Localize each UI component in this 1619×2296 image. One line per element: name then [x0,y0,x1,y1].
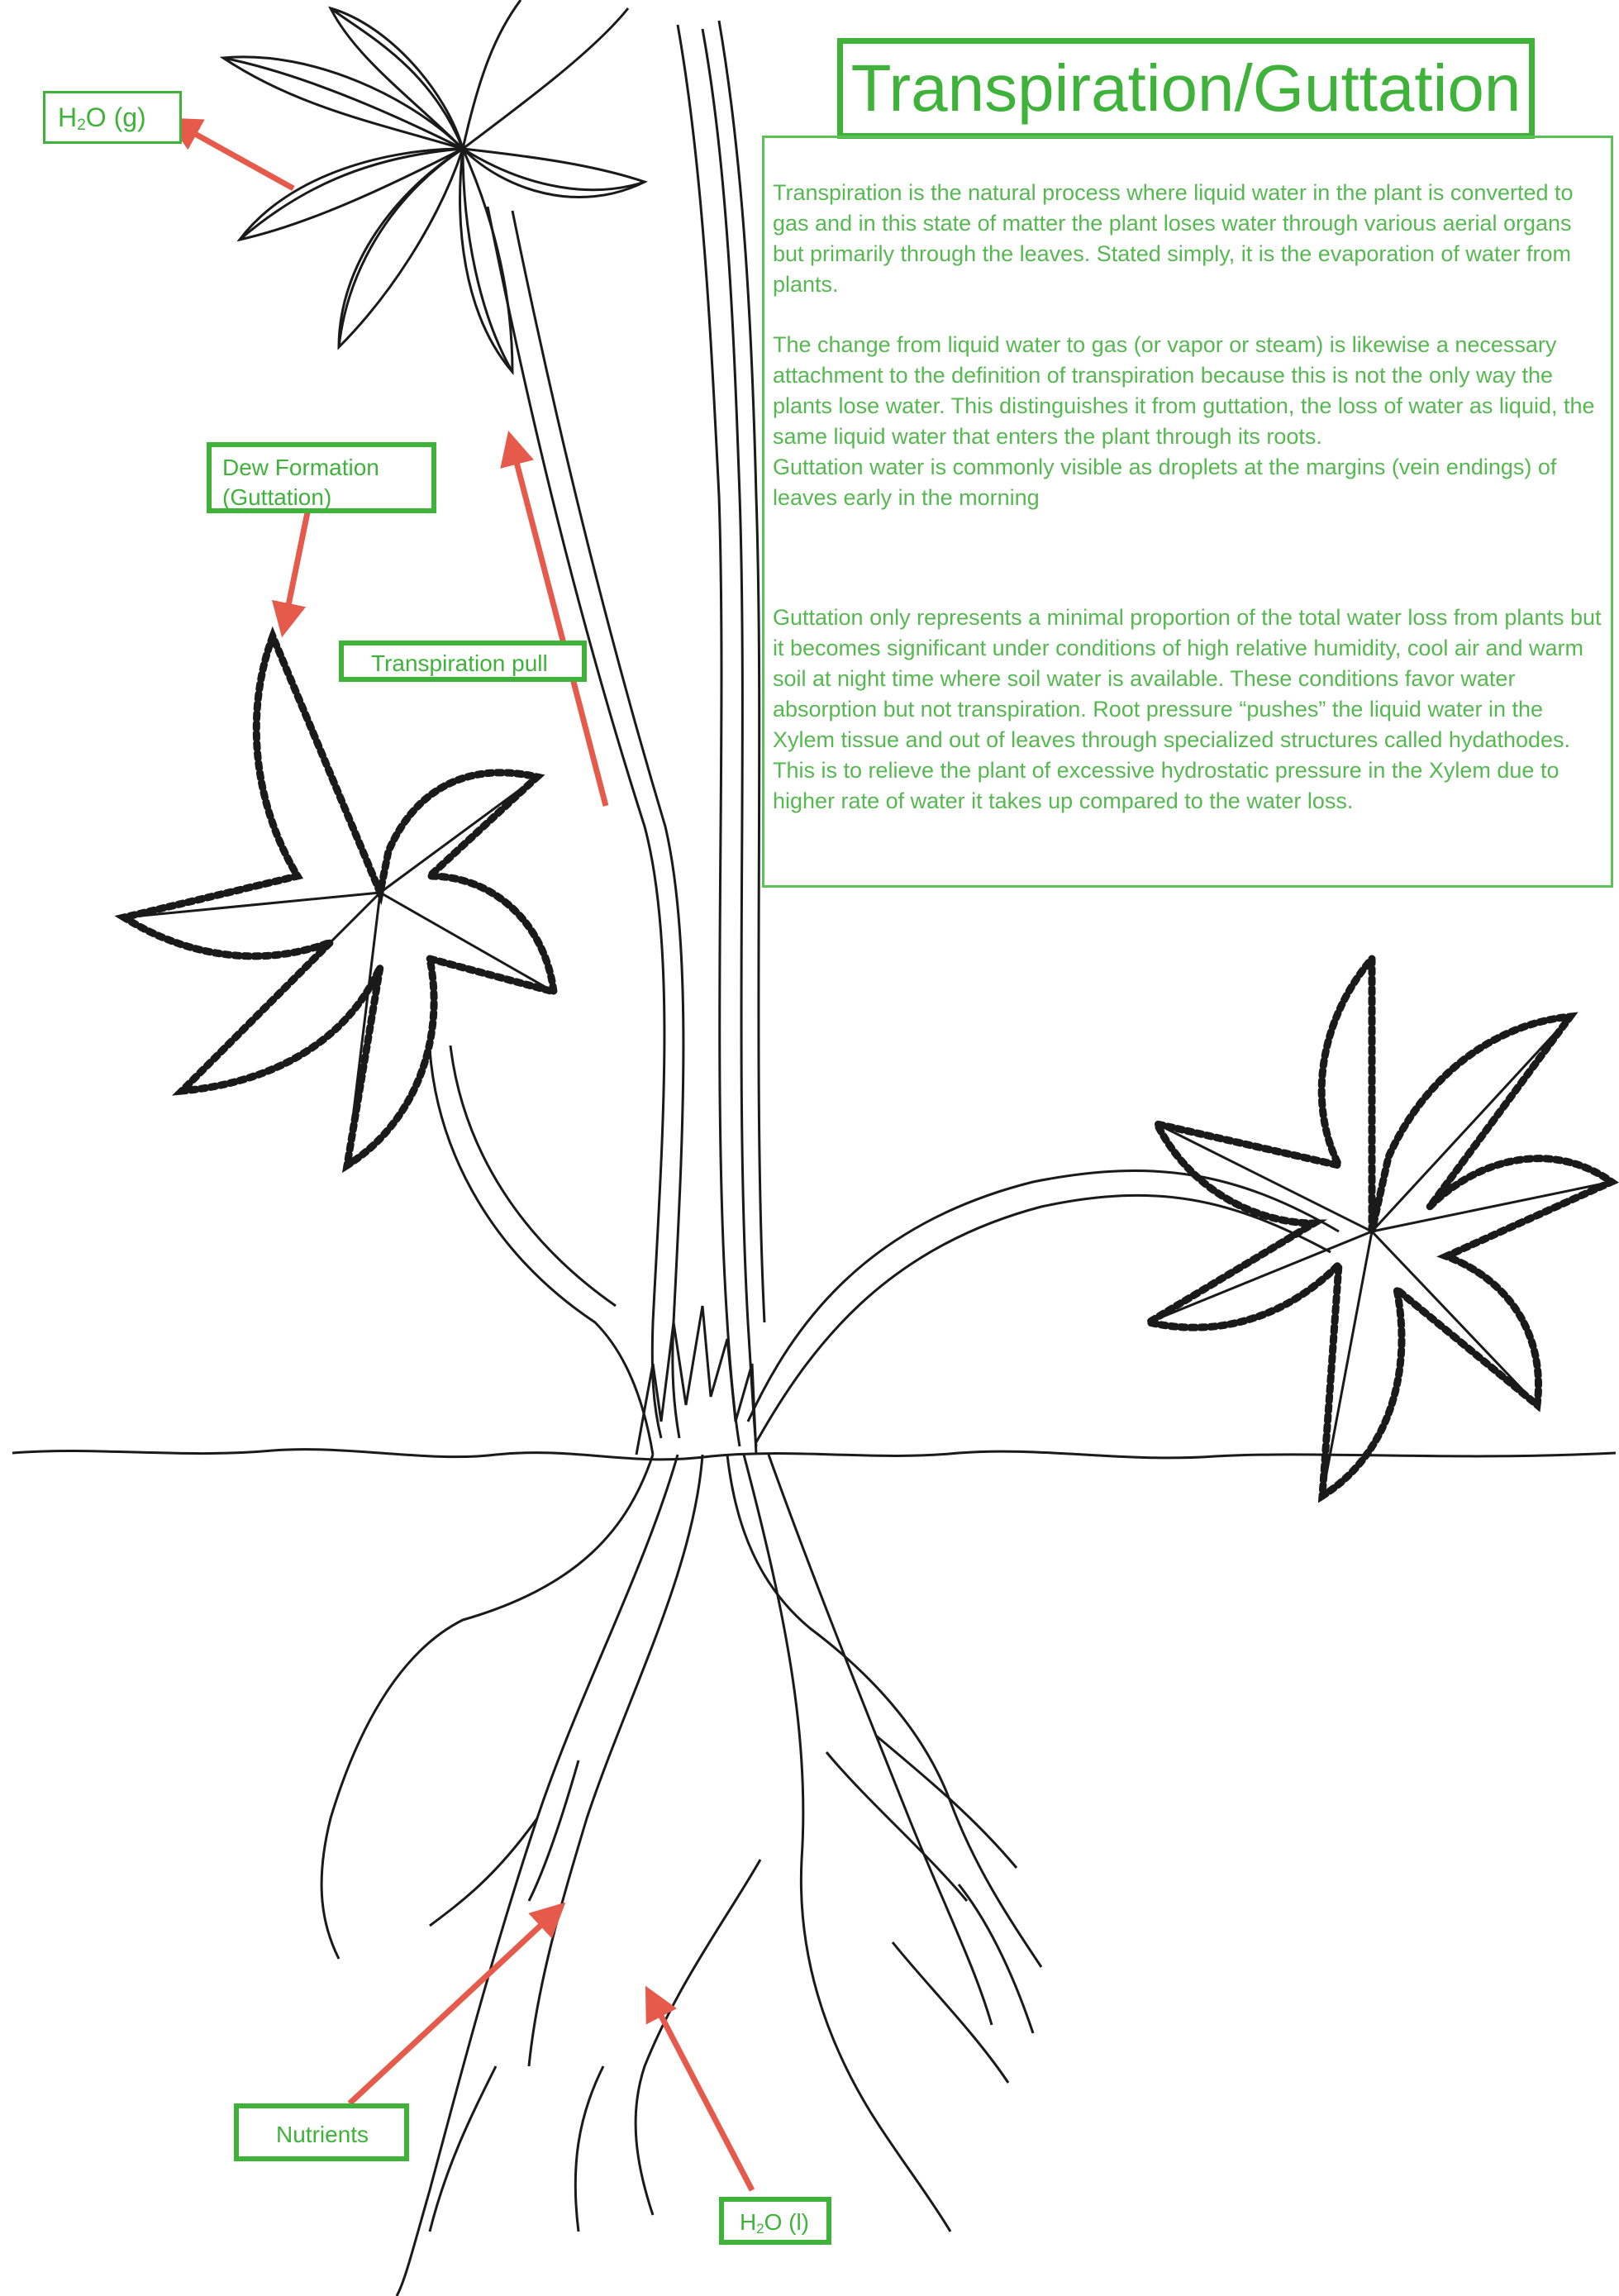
spacer [773,543,1602,603]
roots [321,1455,1041,2296]
arrow-h2o-liquid [653,2000,752,2190]
paragraph-guttation-conditions: Guttation only represents a minimal prop… [773,603,1602,755]
ground-line [12,1450,1616,1460]
paragraph-guttation-visible: Guttation water is commonly visible as d… [773,452,1602,513]
leaf-left-guttation [124,636,554,1165]
arrow-dew-formation [285,512,307,622]
label-transpiration-pull: Transpiration pull [339,641,587,682]
annotation-arrows [180,126,752,2190]
petiole-left [430,1046,653,1455]
title-box: Transpiration/Guttation [837,38,1535,139]
paragraph-hydrostatic: This is to relieve the plant of excessiv… [773,755,1602,817]
leaf-right-guttation [1149,959,1612,1496]
explanation-panel: Transpiration is the natural process whe… [762,136,1613,888]
main-stem [488,21,764,1446]
arrow-h2o-gas [180,126,293,188]
label-h2o-liquid: H2O (l) [719,2197,831,2245]
paragraph-transpiration: Transpiration is the natural process whe… [773,178,1602,300]
arrow-nutrients [350,1913,554,2103]
label-dew-formation: Dew Formation (Guttation) [207,442,436,513]
label-nutrients: Nutrients [234,2103,409,2161]
paragraph-vapor-change: The change from liquid water to gas (or … [773,330,1602,452]
arrow-transpiration-pull [512,446,606,806]
label-h2o-gas: H2O (g) [43,91,182,144]
page-title: Transpiration/Guttation [851,50,1521,126]
